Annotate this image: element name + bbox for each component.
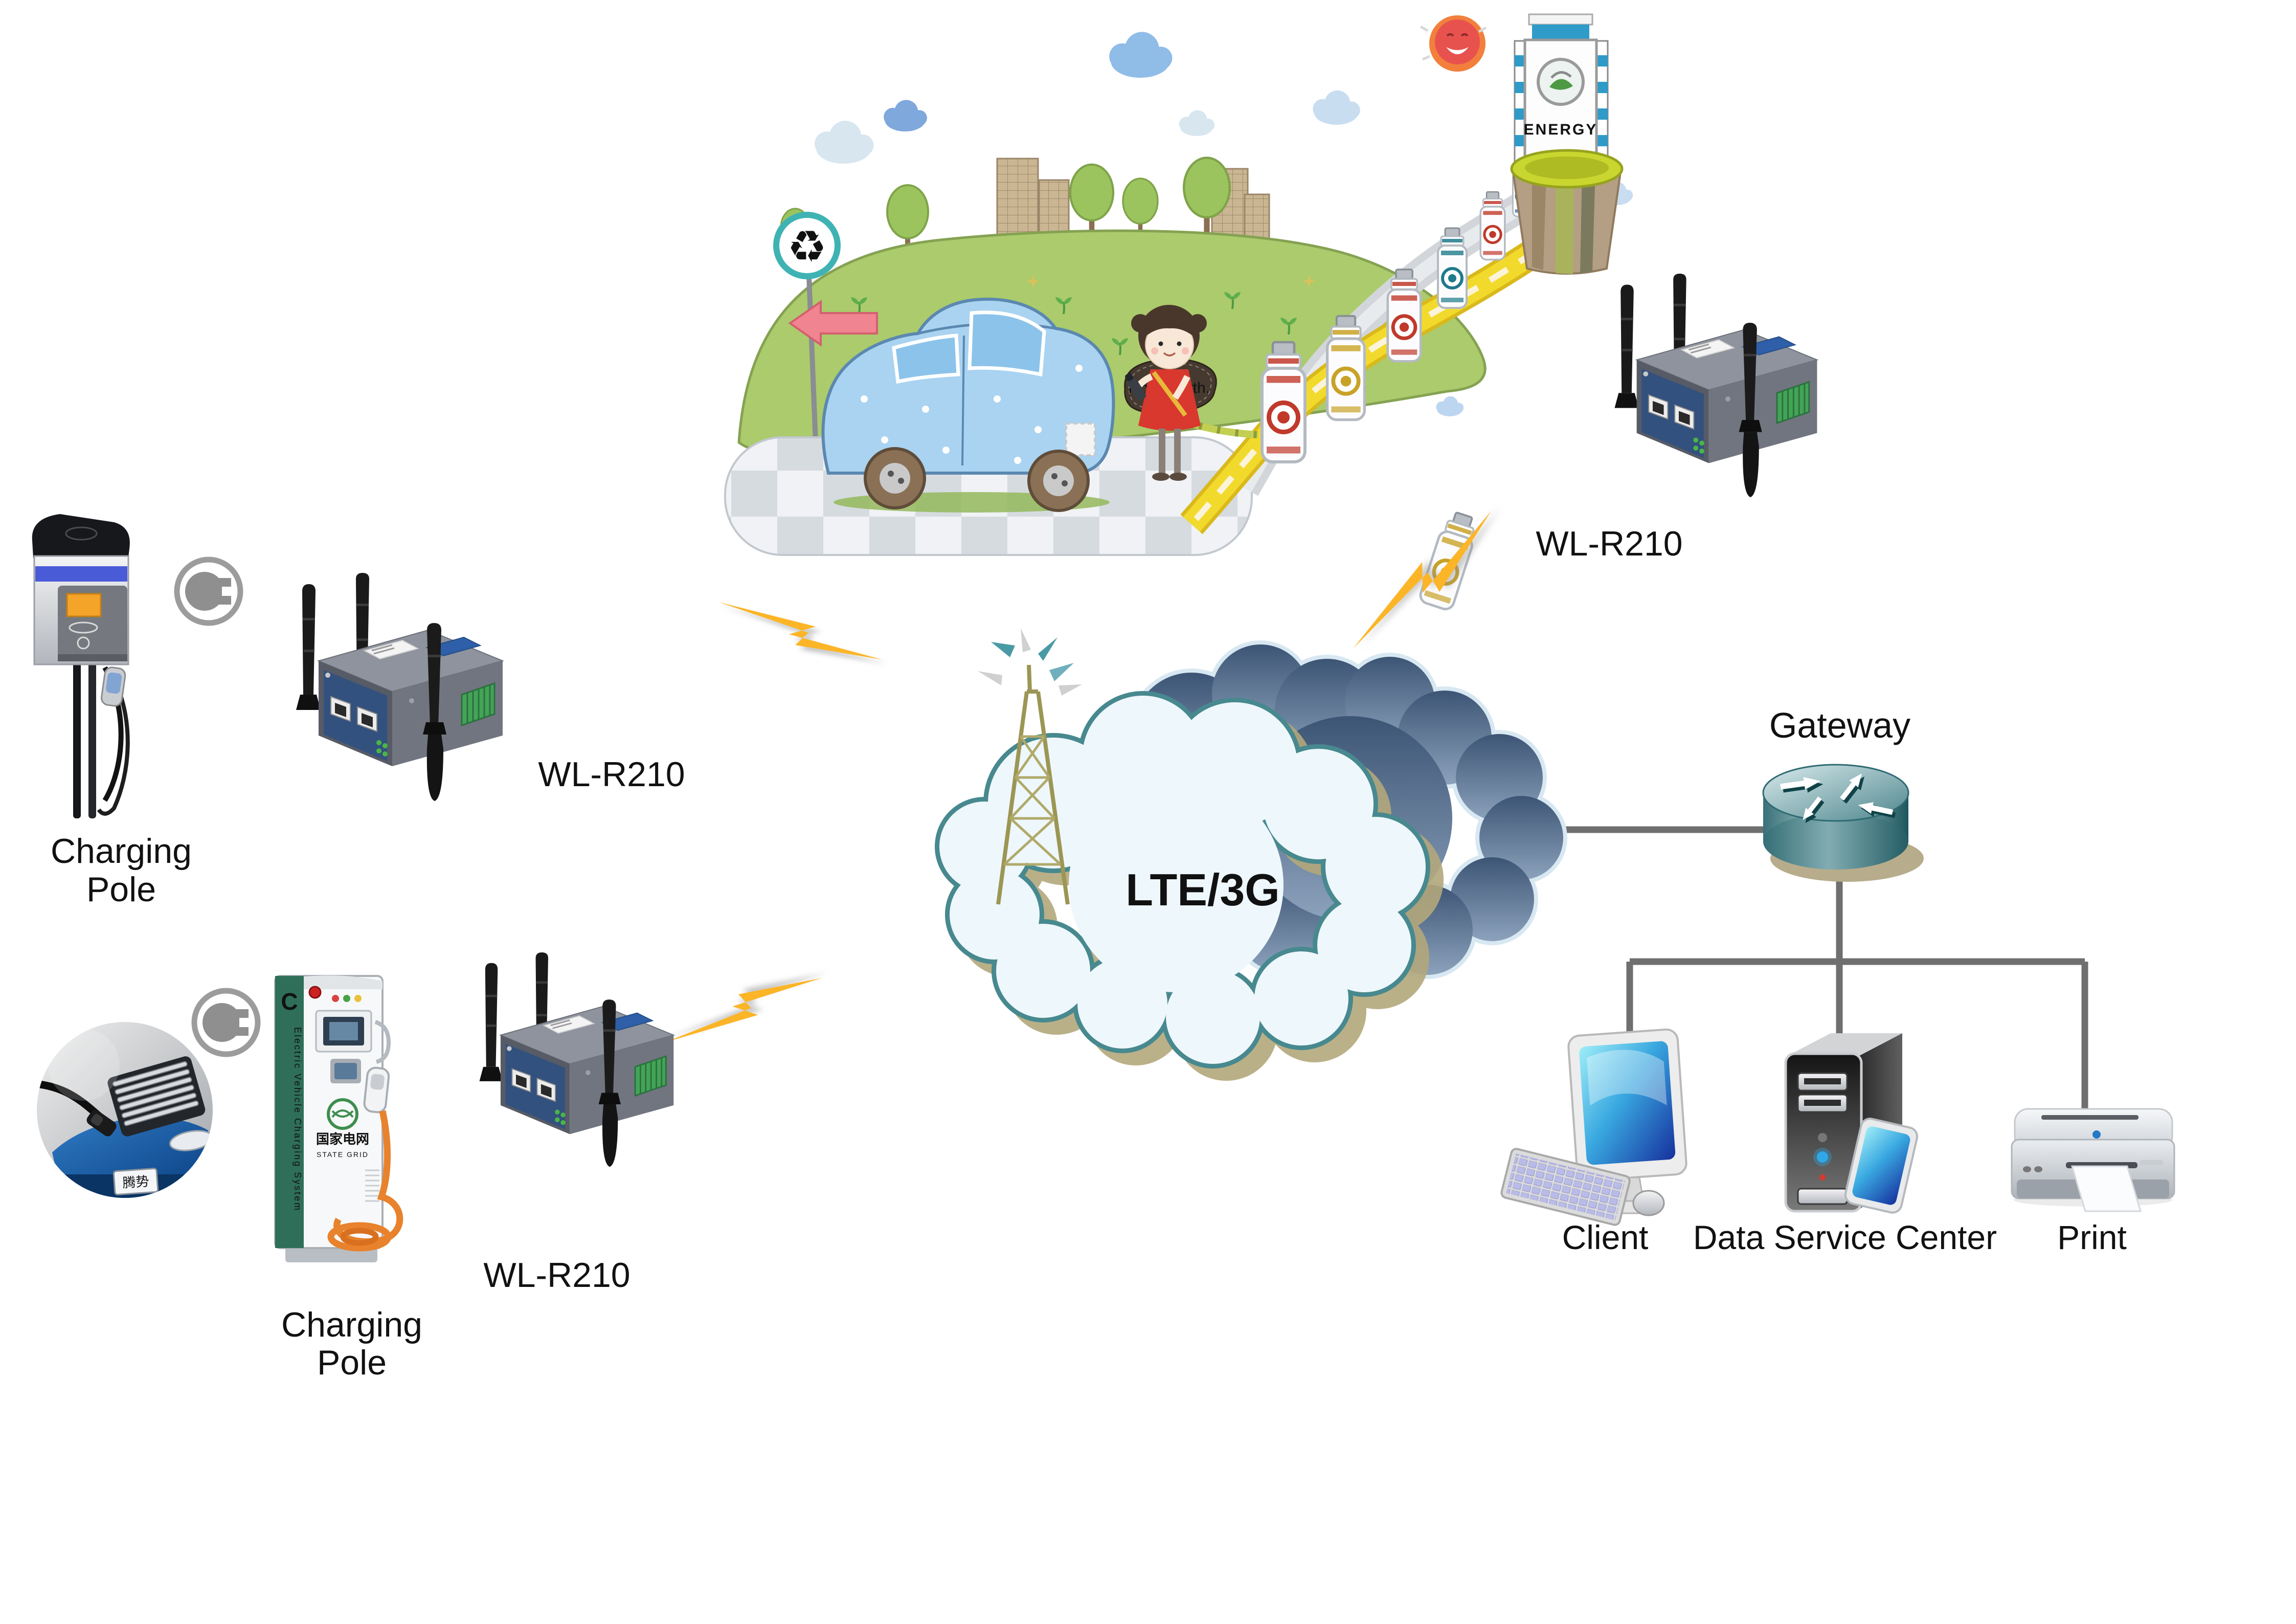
lightning-bolt-top-right <box>1353 510 1492 649</box>
cartoon-cloud-icon <box>1109 32 1173 78</box>
print-label: Print <box>2057 1218 2127 1256</box>
wl-r210-router-left <box>295 572 504 802</box>
cartoon-cloud-icon <box>1313 90 1360 125</box>
cloud-label: LTE/3G <box>1126 864 1280 915</box>
wl-r210-router-top-right <box>1614 273 1818 498</box>
cartoon-cloud-icon <box>815 121 874 164</box>
signal-sparks <box>978 628 1082 696</box>
floor-pole-letter: C <box>281 988 298 1015</box>
cartoon-car <box>821 298 1115 513</box>
energy-station: ENERGY <box>1510 13 1624 275</box>
charging-pole-floor-label-line1: Charging <box>281 1305 422 1344</box>
lte-3g-cloud: LTE/3G <box>935 628 1567 1081</box>
client-computer <box>1500 1028 1687 1226</box>
charging-nozzle <box>1125 373 1146 401</box>
floor-pole-gun <box>363 1066 390 1114</box>
plug-icon-top <box>177 560 240 623</box>
charging-pole-floor-label-line2: Pole <box>317 1343 387 1382</box>
data-service-center-server <box>1784 1033 1919 1214</box>
router-left-label: WL-R210 <box>538 755 685 794</box>
recycle-icon: ♻ <box>787 223 826 272</box>
car-charging-photo: 腾势 <box>37 1022 213 1198</box>
plug-icon-bottom <box>194 991 258 1054</box>
keyboard <box>1500 1148 1631 1226</box>
wl-r210-router-bottom <box>479 951 674 1168</box>
router-top-right-label: WL-R210 <box>1536 524 1682 563</box>
lightning-bolt-bottom <box>665 978 822 1042</box>
radio-tower-icon <box>978 628 1082 905</box>
charging-pole-wall-label-line1: Charging <box>51 832 192 871</box>
sun-icon <box>1420 15 1487 72</box>
vent-grille <box>365 1169 379 1202</box>
charging-pole-wall <box>32 514 130 818</box>
eco-ev-illustration: ♻ <box>724 13 1633 611</box>
charging-pole-floor: C Electric Vehicle Charging System 国家电网 … <box>274 975 403 1262</box>
gateway-label: Gateway <box>1769 705 1910 745</box>
mouse <box>1632 1190 1665 1216</box>
license-plate-text: 腾势 <box>122 1173 150 1191</box>
gateway-router <box>1762 764 1924 882</box>
network-connector-lines <box>1529 826 2088 1113</box>
floor-pole-side-text: Electric Vehicle Charging System <box>292 1027 303 1212</box>
left-arrow-sign <box>788 300 878 347</box>
cartoon-cloud-icon <box>1436 396 1464 416</box>
router-bottom-label: WL-R210 <box>483 1256 630 1295</box>
floor-pole-brand-en: STATE GRID <box>317 1150 369 1159</box>
recycle-sign: ♻ <box>773 212 878 443</box>
lightning-bolt-left <box>718 602 882 660</box>
floor-pole-brand-cn: 国家电网 <box>316 1131 369 1147</box>
cartoon-girl <box>1125 305 1207 481</box>
cartoon-cloud-icon <box>1179 110 1215 136</box>
charging-pole-wall-label-line2: Pole <box>86 870 156 909</box>
wall-pole-gun <box>101 666 126 707</box>
printer-paper <box>2070 1165 2142 1212</box>
energy-sign-label: ENERGY <box>1524 121 1598 138</box>
printer <box>2011 1108 2175 1212</box>
client-label: Client <box>1562 1218 1649 1256</box>
car-grille <box>107 1056 206 1137</box>
data-service-center-label: Data Service Center <box>1693 1218 1997 1256</box>
server-display <box>1844 1118 1919 1214</box>
cartoon-cloud-icon <box>884 100 927 131</box>
